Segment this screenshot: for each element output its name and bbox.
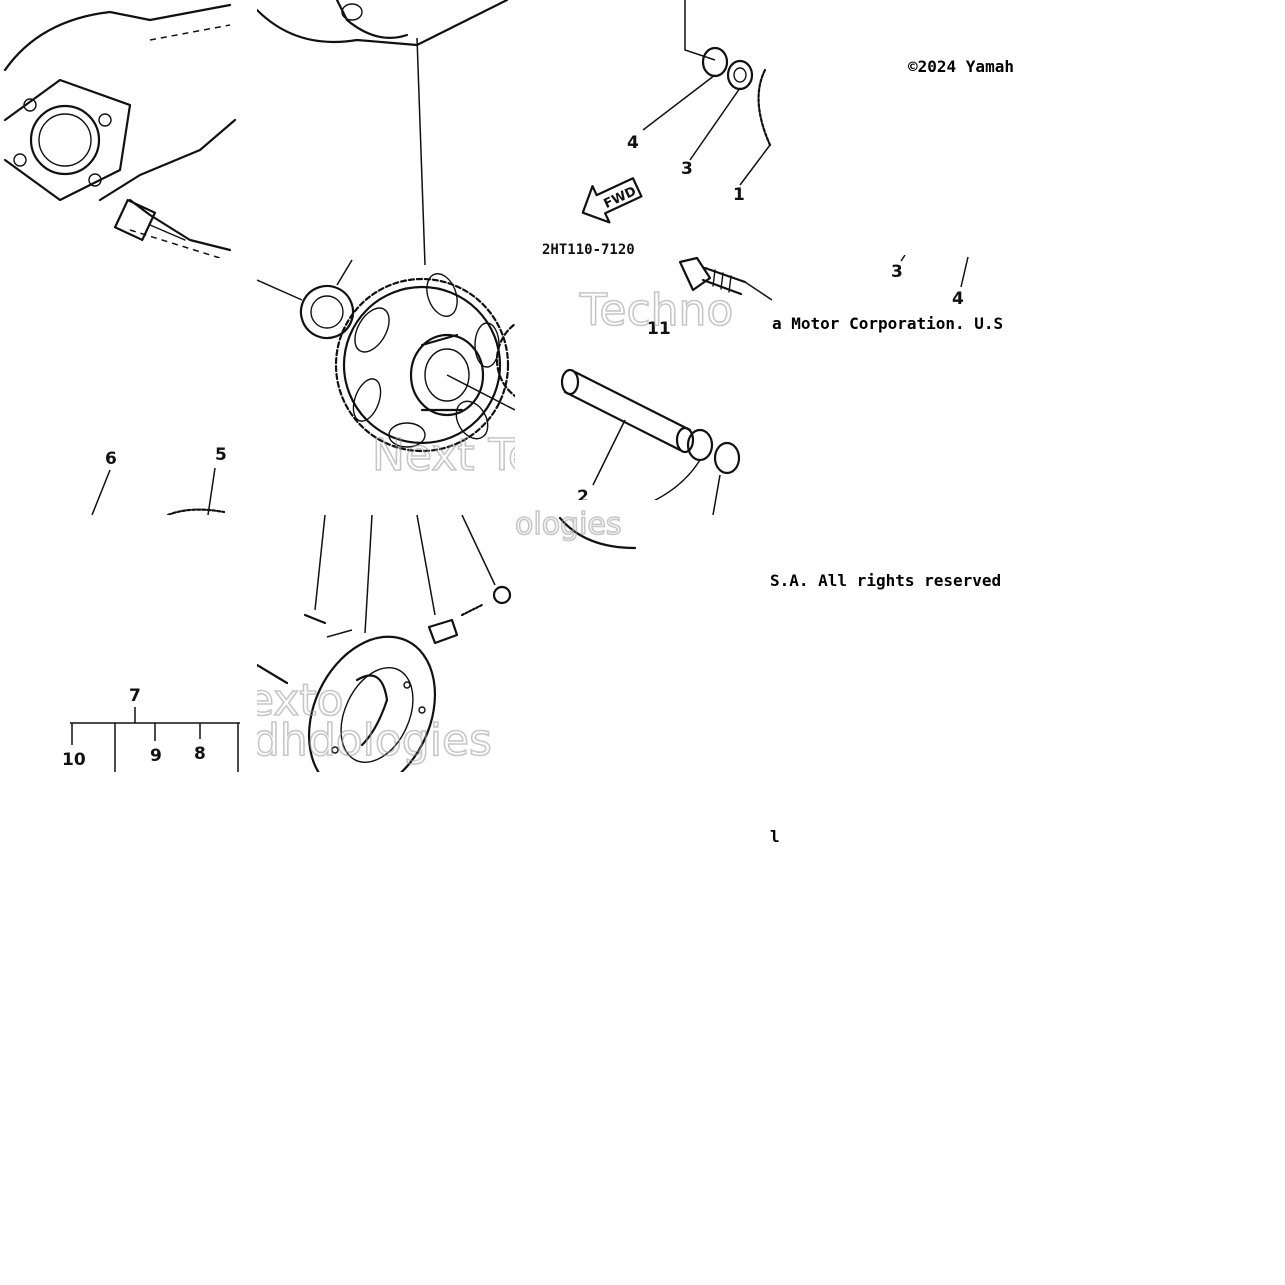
callout-10: 10: [62, 750, 86, 770]
legend-fragment: 3 4: [885, 254, 985, 310]
callout-2: 2: [577, 487, 589, 507]
bearing-tile: ologies: [515, 500, 675, 550]
watermark-line-3: dhdologies: [257, 715, 492, 766]
part-code: 2HT110-7120: [542, 242, 635, 258]
callout-3-top: 3: [681, 159, 693, 179]
callout-tile-5-6: 6 5: [0, 258, 240, 515]
gear-assembly-drawing: Next Te: [257, 0, 515, 482]
shaft-assembly-drawing: 4 3 1 FWD 2HT110-7120 11 2 T: [542, 0, 772, 515]
gear-assembly-tile: Next Te: [257, 0, 515, 515]
watermark-line-1: Techno: [579, 285, 733, 336]
callout-9: 9: [150, 746, 162, 766]
engine-block-tile: [0, 0, 240, 258]
callout-7: 7: [129, 686, 141, 706]
fwd-label: FWD: [602, 184, 639, 212]
legend-label-a: 3: [891, 262, 903, 282]
callout-1-top: 1: [733, 185, 745, 205]
callout-4-top: 4: [627, 133, 639, 153]
shaft-assembly-tile: 4 3 1 FWD 2HT110-7120 11 2 T: [515, 0, 772, 515]
copyright-line-4: l: [770, 827, 780, 846]
callout-6: 6: [105, 449, 117, 469]
copyright-line-2: a Motor Corporation. U.S: [772, 314, 1004, 333]
engine-block-drawing: [3, 3, 237, 258]
copyright-line-3: S.A. All rights reserved: [770, 571, 1002, 590]
callout-drawing-5-6: 6 5: [91, 445, 227, 515]
callout-tile-7-10: 7 10 9 8: [0, 515, 240, 772]
starter-clutch-drawing: dhdologies exto: [257, 515, 512, 772]
legend-label-b: 4: [952, 289, 964, 309]
bearing-drawing: ologies: [515, 506, 637, 550]
watermark-line-2: Next Te: [372, 430, 515, 481]
watermark-line-4: ologies: [515, 507, 622, 542]
watermark-line-5: exto: [257, 675, 344, 726]
copyright-line-1: ©2024 Yamah: [908, 57, 1014, 76]
fwd-arrow-icon: FWD: [581, 177, 643, 224]
callout-drawing-7-10: 7 10 9 8: [62, 686, 240, 772]
callout-5: 5: [215, 445, 227, 465]
callout-11: 11: [647, 319, 671, 339]
starter-clutch-tile: dhdologies exto: [257, 515, 515, 772]
callout-8: 8: [194, 744, 206, 764]
legend-drawing: 3 4: [891, 254, 969, 309]
